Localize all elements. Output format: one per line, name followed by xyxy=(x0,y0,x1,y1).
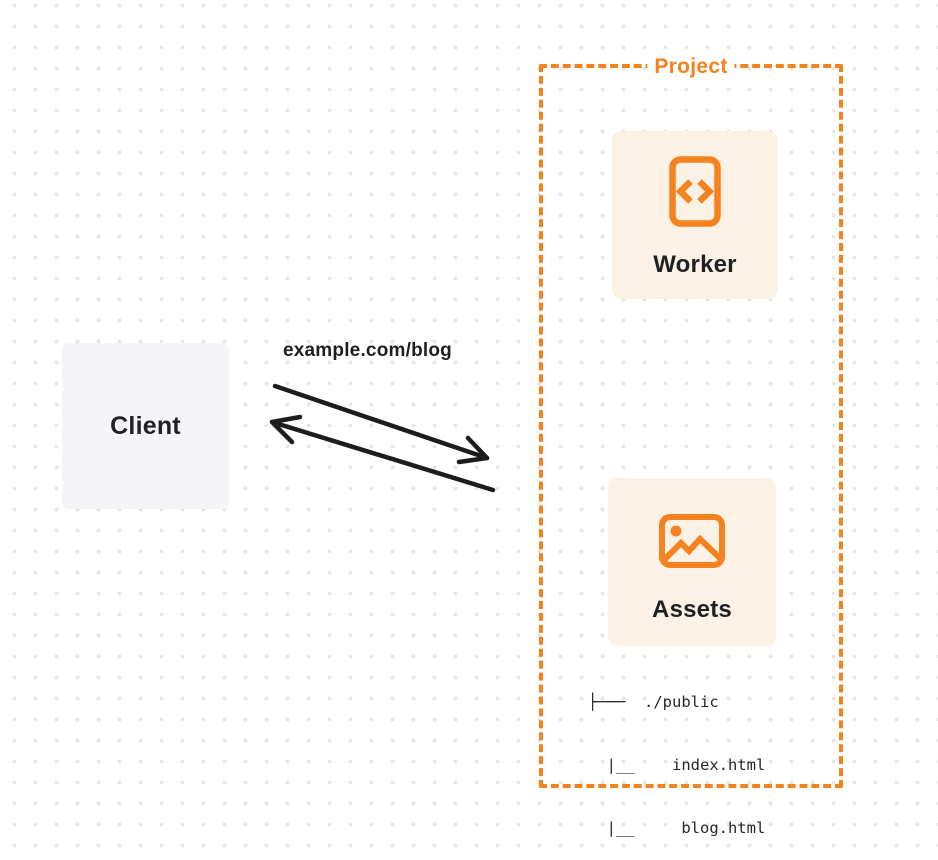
client-node: Client xyxy=(62,343,229,509)
request-url-label: example.com/blog xyxy=(283,340,452,361)
file-tree-item: |__ index.html xyxy=(588,756,766,774)
response-arrowhead-icon xyxy=(269,414,303,445)
file-tree-item: |__ blog.html xyxy=(588,819,766,837)
assets-label: Assets xyxy=(652,596,732,623)
worker-node: Worker xyxy=(612,131,778,299)
image-icon xyxy=(659,514,725,568)
assets-node: Assets xyxy=(608,478,776,646)
code-file-icon xyxy=(669,156,721,227)
request-arrowhead-icon xyxy=(456,435,490,465)
worker-label: Worker xyxy=(653,251,737,278)
request-arrow-line xyxy=(272,383,490,461)
response-arrow-line xyxy=(269,419,496,493)
client-label: Client xyxy=(110,411,181,440)
assets-file-tree: ├─── ./public |__ index.html |__ blog.ht… xyxy=(588,650,765,860)
file-tree-root: ├─── ./public xyxy=(588,693,719,711)
project-label: Project xyxy=(647,52,735,82)
project-boundary: Project xyxy=(539,52,843,788)
